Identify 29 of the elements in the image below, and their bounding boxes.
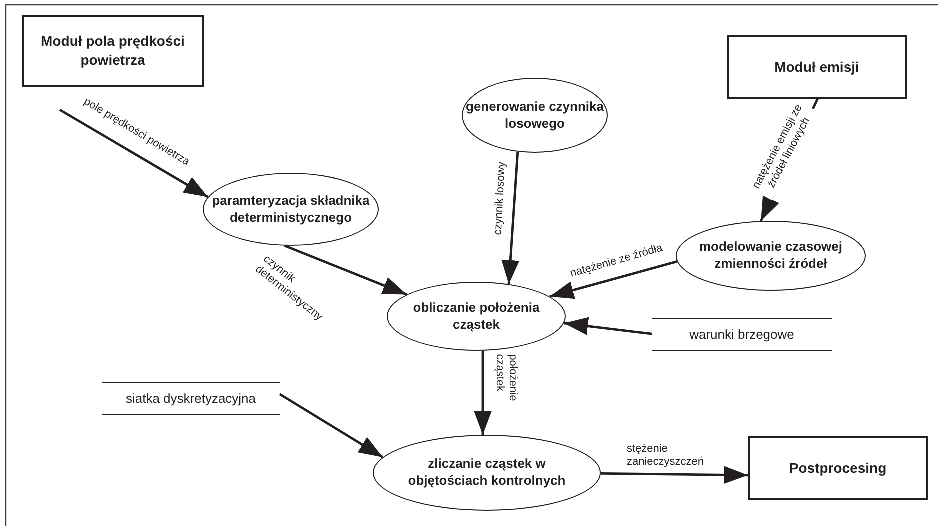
- node-label: warunki brzegowe: [690, 327, 794, 342]
- node-label: siatka dyskretyzacyjna: [126, 391, 256, 406]
- process-ellipse: [373, 435, 601, 511]
- node-label: Postprocesing: [789, 458, 887, 478]
- node-label: Moduł pola prędkości powietrza: [40, 32, 186, 70]
- arrow: [474, 350, 492, 435]
- node-label: Moduł emisji: [774, 58, 860, 76]
- arrow: [279, 393, 384, 458]
- arrow: [550, 260, 678, 300]
- process-ellipse: [462, 78, 608, 153]
- module-box: [22, 15, 204, 87]
- process-ellipse: [676, 221, 866, 291]
- data-store: [102, 382, 280, 415]
- node-label: obliczanie położenia cząstek: [412, 300, 541, 334]
- arrow: [600, 466, 748, 484]
- node-label: modelowanie czasowej zmienności źródeł: [698, 239, 844, 273]
- arrow: [564, 317, 652, 336]
- process-ellipse: [203, 173, 379, 246]
- arrow: [284, 244, 408, 296]
- node-label: zliczanie cząstek w objętościach kontrolnych: [407, 456, 567, 490]
- module-box: [748, 436, 928, 500]
- arrow: [502, 152, 520, 284]
- process-ellipse: [387, 282, 566, 351]
- module-box: [727, 35, 907, 99]
- arrow: [59, 108, 209, 198]
- edge-label: czynnik losowy: [492, 159, 509, 238]
- node-label: paramteryzacja składnika deterministycznego: [211, 192, 371, 226]
- data-store: [652, 318, 832, 351]
- node-label: generowanie czynnika losowego: [465, 98, 605, 132]
